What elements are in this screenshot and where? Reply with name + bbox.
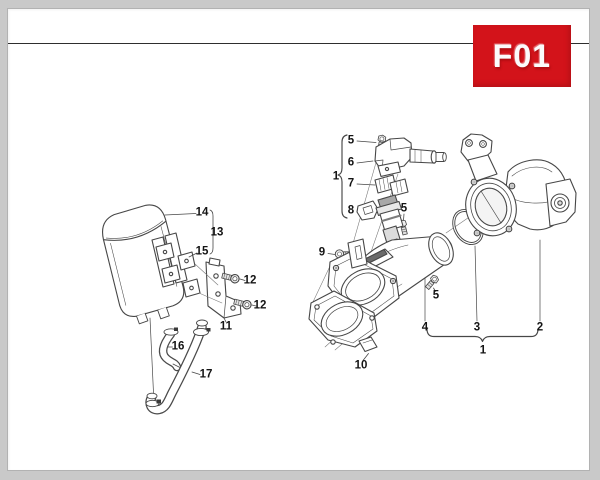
- part-callout-1: 1: [332, 170, 340, 183]
- part-callout-11: 11: [219, 320, 233, 333]
- part-callout-5: 5: [347, 134, 355, 147]
- part-callout-16: 16: [171, 340, 185, 353]
- part-callout-14: 14: [195, 206, 209, 219]
- evap-canister: [102, 204, 185, 325]
- injector-connector: [374, 174, 409, 197]
- part-callout-8: 8: [347, 204, 355, 217]
- part-callout-17: 17: [199, 368, 213, 381]
- page-code-label: F01: [492, 38, 552, 74]
- part-callout-10: 10: [354, 359, 368, 372]
- header-rule: [8, 43, 589, 44]
- bolt-12-upper: [221, 272, 240, 284]
- breather-hose-short: [158, 327, 182, 372]
- part-callout-12: 12: [243, 274, 257, 287]
- part-callout-9: 9: [318, 246, 326, 259]
- page-code-badge: F01: [473, 25, 571, 87]
- part-callout-5: 5: [400, 202, 408, 215]
- callout-brace-horizontal: [426, 328, 539, 343]
- bolt-12-lower: [233, 298, 252, 310]
- part-callout-12: 12: [253, 299, 267, 312]
- retainer-clips: [177, 251, 201, 298]
- part-callout-13: 13: [210, 226, 224, 239]
- vent-hose-long: [145, 319, 211, 415]
- part-callout-2: 2: [536, 321, 544, 334]
- part-callout-7: 7: [347, 177, 355, 190]
- fuel-fitting: [374, 137, 447, 178]
- left-leader-lines: [149, 209, 257, 394]
- throttle-body: [460, 133, 577, 237]
- part-callout-4: 4: [421, 321, 429, 334]
- support-bracket: [205, 257, 242, 319]
- part-callout-6: 6: [347, 156, 355, 169]
- bolt-5-lower: [425, 274, 439, 290]
- part-callout-5: 5: [432, 289, 440, 302]
- part-callout-3: 3: [473, 321, 481, 334]
- part-callout-15: 15: [195, 245, 209, 258]
- canister-mounting-rail: [151, 232, 188, 288]
- callout-brace-vertical: [337, 134, 348, 219]
- part-callout-1: 1: [479, 344, 487, 357]
- gasket: [308, 290, 378, 353]
